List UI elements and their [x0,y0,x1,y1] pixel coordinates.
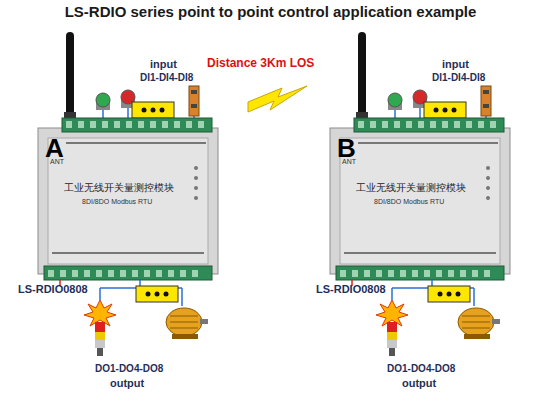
model-name: LS-RDIO0808 [18,283,88,295]
module-model: 8DI/8DO Modbus RTU [374,198,444,206]
unit-letter: A [45,134,64,163]
signal-name: DI1-DI4-DI8 [432,72,485,83]
input-label: input [150,58,177,70]
module-b-art [330,32,510,356]
diagram-title: LS-RDIO series point to point control ap… [0,4,541,21]
signal-name: DI1-DI4-DI8 [140,72,193,83]
input-label: input [442,58,469,70]
signal-name: DO1-DO4-DO8 [95,363,163,374]
wireless-bolt [248,86,307,112]
output-label: output [402,377,436,389]
module-name: 工业无线开关量测控模块 [356,182,466,193]
module-box: ANT工业无线开关量测控模块8DI/8DO Modbus RTU [38,128,218,274]
module-model: 8DI/8DO Modbus RTU [82,198,152,206]
module-name: 工业无线开关量测控模块 [64,182,174,193]
distance-label: Distance 3Km LOS [207,57,314,70]
module-box: ANT工业无线开关量测控模块8DI/8DO Modbus RTU [330,128,510,274]
signal-name: DO1-DO4-DO8 [387,363,455,374]
module-a-art [38,32,218,356]
output-label: output [110,377,144,389]
model-name: LS-RDIO0808 [316,283,386,295]
unit-letter: B [337,134,356,163]
